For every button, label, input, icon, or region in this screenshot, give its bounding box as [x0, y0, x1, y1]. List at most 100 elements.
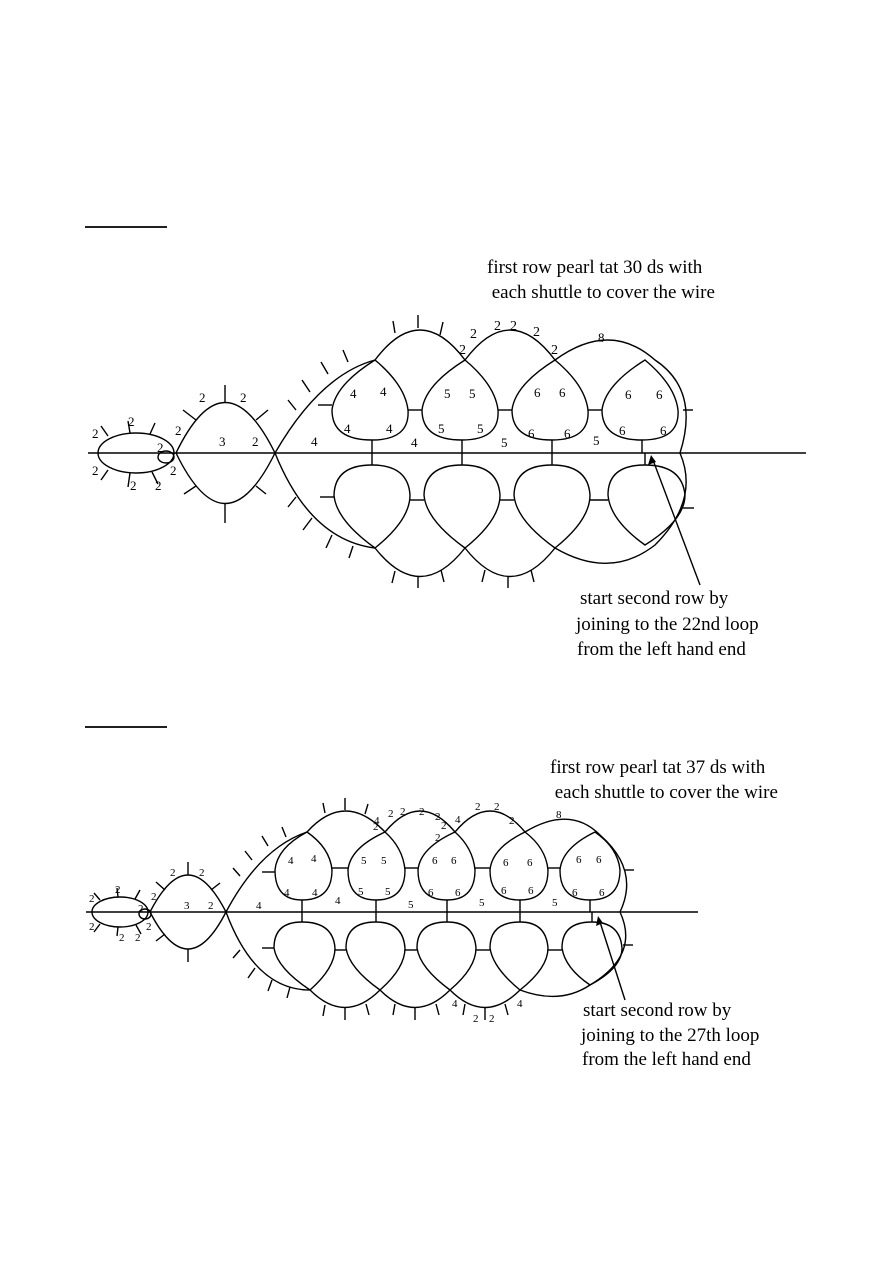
svg-text:6: 6 [501, 885, 507, 897]
svg-text:6: 6 [559, 385, 566, 400]
svg-text:2: 2 [170, 463, 177, 478]
small-join-loop [157, 450, 175, 464]
svg-text:5: 5 [358, 886, 364, 898]
svg-text:2: 2 [252, 434, 259, 449]
svg-text:5: 5 [385, 886, 391, 898]
svg-text:6: 6 [572, 887, 578, 899]
small-ring-picots [100, 420, 159, 488]
svg-text:2: 2 [509, 815, 515, 827]
figure-1-start-note-line-1: start second row by [580, 588, 729, 609]
svg-text:5: 5 [438, 421, 445, 436]
svg-text:6: 6 [564, 426, 571, 441]
svg-text:4: 4 [452, 998, 458, 1010]
svg-text:8: 8 [556, 809, 562, 821]
svg-text:5: 5 [593, 433, 600, 448]
svg-text:4: 4 [312, 887, 318, 899]
svg-text:5: 5 [479, 897, 485, 909]
svg-text:5: 5 [501, 435, 508, 450]
svg-text:6: 6 [534, 385, 541, 400]
start-arrow [652, 459, 701, 586]
figure-1-note-line-2: each shuttle to cover the wire [487, 282, 715, 303]
svg-text:4: 4 [256, 900, 262, 912]
svg-text:4: 4 [335, 895, 341, 907]
svg-text:2: 2 [199, 867, 205, 879]
lower-chain [274, 452, 687, 578]
svg-text:4: 4 [380, 384, 387, 399]
figure-2: 2 2 2 2 2 2 2 2 2 2 3 2 4 4 5 5 5 8 2 2 … [85, 726, 778, 1070]
middle-ring-picots [182, 385, 269, 523]
svg-text:8: 8 [598, 330, 605, 345]
svg-text:6: 6 [455, 887, 461, 899]
svg-text:3: 3 [184, 900, 190, 912]
svg-text:2: 2 [489, 1013, 495, 1025]
svg-text:2: 2 [138, 903, 144, 915]
chain-picots [287, 315, 694, 588]
figure-1-note-line-1: first row pearl tat 30 ds with [487, 257, 703, 278]
svg-text:6: 6 [656, 387, 663, 402]
svg-text:2: 2 [494, 801, 500, 813]
svg-text:2: 2 [157, 440, 164, 455]
svg-text:2: 2 [199, 390, 206, 405]
svg-text:6: 6 [527, 857, 533, 869]
svg-text:2: 2 [92, 463, 99, 478]
svg-text:3: 3 [219, 434, 226, 449]
upper-rings [318, 359, 679, 453]
small-ring-picots [93, 887, 142, 937]
arrow-head [648, 455, 656, 465]
start-arrow [599, 921, 626, 1001]
svg-text:2: 2 [170, 867, 176, 879]
svg-text:4: 4 [455, 814, 461, 826]
svg-text:4: 4 [374, 815, 380, 827]
svg-text:2: 2 [208, 900, 214, 912]
svg-text:2: 2 [475, 801, 481, 813]
svg-text:2: 2 [388, 808, 394, 820]
figure-2-ring-counts: 4 4 4 4 5 5 5 5 6 6 6 6 6 6 6 6 6 6 6 6 [284, 853, 605, 899]
svg-text:4: 4 [311, 853, 317, 865]
svg-text:2: 2 [400, 806, 406, 818]
svg-text:2: 2 [135, 932, 141, 944]
svg-text:2: 2 [130, 478, 137, 493]
svg-text:4: 4 [311, 434, 318, 449]
svg-text:2: 2 [533, 325, 540, 340]
svg-text:5: 5 [552, 897, 558, 909]
svg-text:2: 2 [435, 832, 441, 844]
svg-text:2: 2 [441, 820, 447, 832]
svg-text:6: 6 [619, 423, 626, 438]
upper-rings [262, 831, 621, 912]
lower-rings [320, 453, 686, 549]
svg-text:2: 2 [373, 821, 379, 833]
svg-text:4: 4 [411, 435, 418, 450]
svg-text:2: 2 [473, 1013, 479, 1025]
svg-text:2: 2 [128, 414, 135, 429]
svg-text:5: 5 [469, 386, 476, 401]
svg-text:6: 6 [528, 885, 534, 897]
svg-text:4: 4 [284, 887, 290, 899]
svg-text:2: 2 [92, 426, 99, 441]
small-end-ring [97, 432, 175, 474]
svg-text:2: 2 [115, 884, 121, 896]
svg-text:2: 2 [146, 921, 152, 933]
svg-text:6: 6 [451, 855, 457, 867]
figure-2-start-note-line-2: joining to the 27th loop [580, 1025, 759, 1046]
svg-text:2: 2 [151, 891, 157, 903]
svg-text:6: 6 [528, 426, 535, 441]
small-end-ring [91, 896, 149, 928]
figure-2-note-line-1: first row pearl tat 37 ds with [550, 757, 766, 778]
svg-text:5: 5 [444, 386, 451, 401]
svg-text:6: 6 [596, 854, 602, 866]
svg-text:5: 5 [361, 855, 367, 867]
svg-text:6: 6 [576, 854, 582, 866]
figure-1: 2 2 2 2 2 2 2 2 2 2 3 2 4 4 5 5 8 2 2 2 … [85, 226, 806, 660]
figure-2-start-note-line-3: from the left hand end [582, 1049, 751, 1070]
svg-text:2: 2 [470, 327, 477, 342]
svg-text:2: 2 [459, 343, 466, 358]
svg-text:5: 5 [408, 899, 414, 911]
svg-text:5: 5 [477, 421, 484, 436]
svg-text:6: 6 [660, 423, 667, 438]
svg-text:2: 2 [89, 893, 95, 905]
svg-text:6: 6 [625, 387, 632, 402]
svg-text:4: 4 [344, 421, 351, 436]
svg-text:2: 2 [510, 319, 517, 334]
figure-1-start-note-line-2: joining to the 22nd loop [575, 614, 759, 635]
